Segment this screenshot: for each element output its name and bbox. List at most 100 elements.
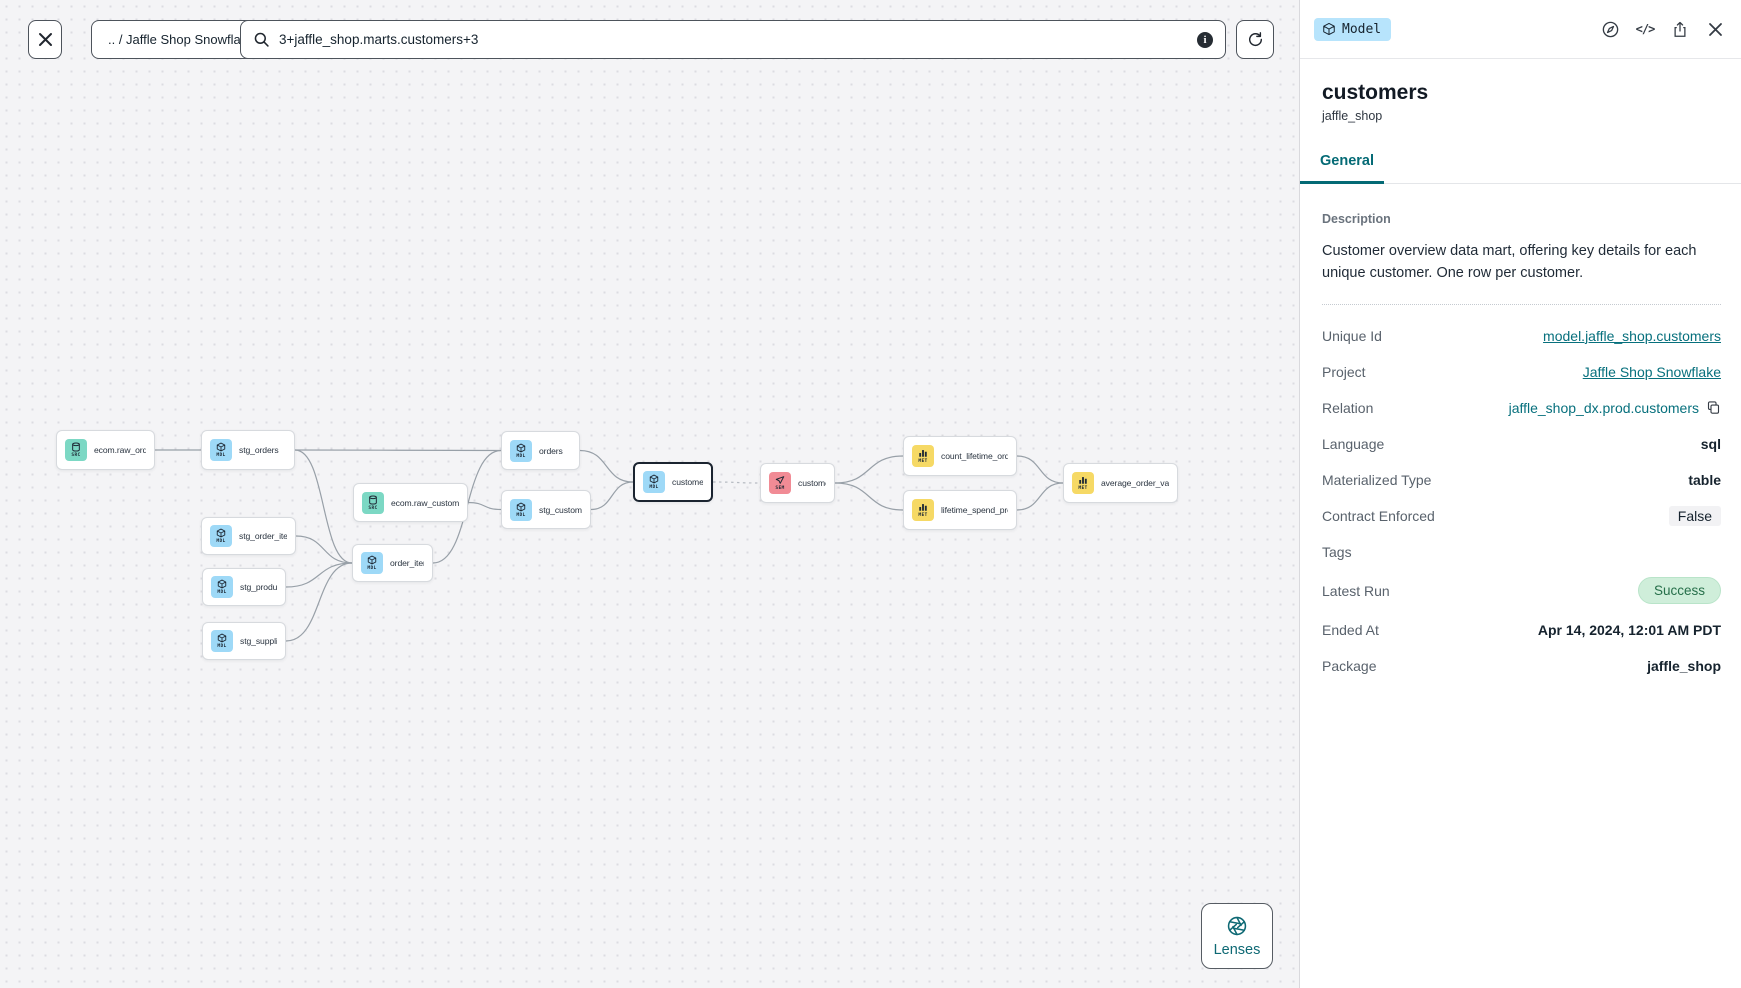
dag-node-stg_order_items[interactable]: MDL stg_order_items <box>201 517 296 555</box>
metric-icon: MET <box>1072 472 1094 494</box>
share-icon[interactable] <box>1670 19 1690 39</box>
field-label-tags: Tags <box>1322 543 1352 560</box>
explore-compass-icon[interactable] <box>1600 19 1620 39</box>
node-label: stg_customers <box>539 504 582 515</box>
field-label-language: Language <box>1322 435 1385 452</box>
dag-node-stg_orders[interactable]: MDL stg_orders <box>201 430 295 470</box>
description-label: Description <box>1322 212 1391 226</box>
dag-node-customers[interactable]: MDL customers <box>633 462 713 502</box>
field-label-relation: Relation <box>1322 399 1374 416</box>
package-subtitle: jaffle_shop <box>1322 109 1383 123</box>
dag-node-orders[interactable]: MDL orders <box>501 431 580 470</box>
field-value-relation: jaffle_shop_dx.prod.customers <box>1509 400 1721 416</box>
field-label-package: Package <box>1322 657 1377 674</box>
model-icon: MDL <box>510 498 532 521</box>
page-title: customers <box>1322 81 1429 104</box>
dag-node-average_order_value[interactable]: MET average_order_value <box>1063 463 1178 503</box>
model-icon: MDL <box>210 525 232 547</box>
model-icon: MDL <box>510 439 532 462</box>
field-label-ended-at: Ended At <box>1322 621 1379 638</box>
field-value-materialized-type: table <box>1688 471 1721 488</box>
resource-type-label: Model <box>1342 21 1382 37</box>
field-row-package: Package jaffle_shop <box>1322 655 1721 676</box>
dag-edge-stg_orders-to-orders <box>294 449 502 452</box>
model-cube-icon <box>1323 22 1335 36</box>
field-label-latest-run: Latest Run <box>1322 582 1390 599</box>
node-label: stg_orders <box>239 445 279 455</box>
field-row-unique-id: Unique Id model.jaffle_shop.customers <box>1322 325 1721 346</box>
field-row-project: Project Jaffle Shop Snowflake <box>1322 361 1721 382</box>
panel-tabs: General <box>1300 153 1741 184</box>
field-row-materialized-type: Materialized Type table <box>1322 469 1721 490</box>
section-divider <box>1322 304 1721 305</box>
field-label-materialized-type: Materialized Type <box>1322 471 1432 488</box>
close-panel-icon[interactable] <box>1705 19 1725 39</box>
dag-node-customers_sem[interactable]: SEMcustomers <box>760 463 835 503</box>
refresh-button[interactable] <box>1236 20 1274 59</box>
model-icon: MDL <box>643 471 665 493</box>
dag-node-stg_customers[interactable]: MDL stg_customers <box>501 490 591 529</box>
search-input[interactable]: 3+jaffle_shop.marts.customers+3 <box>279 32 479 47</box>
model-icon: MDL <box>211 630 233 652</box>
dag-edge-stg_products-to-order_items <box>285 562 353 588</box>
node-label: customers <box>672 477 703 487</box>
details-panel: Model </> <box>1299 0 1741 988</box>
node-label: customers <box>798 478 826 488</box>
dag-edge-stg_customers-to-customers <box>590 481 634 511</box>
dag-edge-customers_sem-to-count_lifetime_orders <box>834 455 904 484</box>
details-panel-header: Model </> <box>1300 0 1741 59</box>
close-icon <box>38 33 52 46</box>
dag-edge-customers-to-customers_sem <box>712 481 761 484</box>
field-label-contract-enforced: Contract Enforced <box>1322 507 1435 524</box>
dag-edge-stg_order_items-to-order_items <box>295 535 353 564</box>
copy-icon[interactable] <box>1706 400 1721 415</box>
search-icon <box>254 32 269 47</box>
lineage-toolbar: .. / Jaffle Shop Snowflake 3+jaffle_shop… <box>0 0 1299 80</box>
node-label: count_lifetime_orders <box>941 451 1008 461</box>
node-label: order_items <box>390 558 424 568</box>
lineage-canvas[interactable]: .. / Jaffle Shop Snowflake 3+jaffle_shop… <box>0 0 1299 988</box>
field-label-unique-id: Unique Id <box>1322 327 1382 344</box>
refresh-icon <box>1248 32 1262 47</box>
view-code-icon[interactable]: </> <box>1635 22 1656 36</box>
model-icon: MDL <box>210 439 232 461</box>
node-label: stg_products <box>240 582 277 592</box>
close-lineage-button[interactable] <box>28 20 62 59</box>
field-value-ended-at: Apr 14, 2024, 12:01 AM PDT <box>1537 621 1721 638</box>
panel-actions: </> <box>1600 19 1725 39</box>
field-label-project: Project <box>1322 363 1366 380</box>
node-label: lifetime_spend_pretax <box>941 505 1008 515</box>
dag-edge-lifetime_spend_pretax-to-average_order_value <box>1016 482 1064 511</box>
search-info-icon[interactable]: i <box>1197 31 1213 48</box>
node-label: orders <box>539 445 563 456</box>
node-label: stg_order_items <box>239 531 287 541</box>
lenses-label: Lenses <box>1213 941 1261 958</box>
lineage-search[interactable]: 3+jaffle_shop.marts.customers+3 i <box>240 20 1226 59</box>
field-value-unique-id[interactable]: model.jaffle_shop.customers <box>1543 327 1721 344</box>
description-text: Customer overview data mart, offering ke… <box>1322 243 1697 281</box>
node-label: average_order_value <box>1101 478 1169 488</box>
node-label: ecom.raw_orders <box>94 445 146 455</box>
metric-icon: MET <box>912 445 934 467</box>
tab-general[interactable]: General <box>1300 153 1384 184</box>
field-value-project[interactable]: Jaffle Shop Snowflake <box>1582 363 1721 380</box>
dag-node-count_lifetime_orders[interactable]: MET count_lifetime_orders <box>903 436 1017 476</box>
resource-type-badge: Model <box>1314 17 1392 41</box>
lenses-aperture-icon <box>1227 916 1247 935</box>
field-row-tags: Tags <box>1322 541 1721 562</box>
source-icon: SRC <box>362 491 384 514</box>
lenses-button[interactable]: Lenses <box>1201 903 1273 969</box>
field-value-package: jaffle_shop <box>1647 657 1721 674</box>
dag-edge-stg_supplies-to-order_items <box>285 562 353 642</box>
dag-edge-orders-to-customers <box>579 449 634 483</box>
